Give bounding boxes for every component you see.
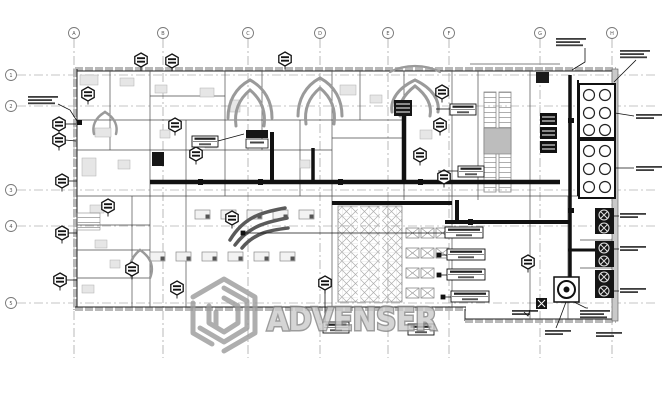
grid-bubble-row-3: 3: [5, 184, 17, 196]
grid-bubble-row-2: 2: [5, 100, 17, 112]
grid-bubble-column-f: F: [443, 27, 455, 39]
svg-text:4: 4: [9, 224, 12, 230]
svg-text:B: B: [161, 31, 165, 37]
grid-bubble-column-e: E: [382, 27, 394, 39]
svg-text:D: D: [318, 31, 322, 37]
svg-text:H: H: [610, 31, 614, 37]
dining-area-hatched-tables: [337, 205, 403, 303]
grid-bubble-column-c: C: [242, 27, 254, 39]
diffuser-tags: [51, 51, 536, 322]
svg-text:G: G: [538, 31, 542, 37]
escalator-shaft: [483, 91, 512, 193]
grid-bubble-row-5: 5: [5, 297, 17, 309]
dining-tables-x: [405, 227, 450, 299]
grid-bubble-row-4: 4: [5, 220, 17, 232]
condensing-unit-bank-lower: [578, 139, 616, 199]
svg-text:C: C: [246, 31, 250, 37]
annotation-notes: [28, 38, 662, 337]
flex-duct-runs: [92, 64, 442, 280]
main-duct-trunks: [150, 75, 612, 300]
svg-text:5: 5: [9, 301, 12, 307]
exhaust-fan-stack: [595, 208, 614, 298]
grid-bubble-column-a: A: [68, 27, 80, 39]
svg-text:ADVENSER: ADVENSER: [267, 302, 437, 338]
watermark: ADVENSER ADVENSER: [190, 276, 439, 354]
watermark-text: ADVENSER ADVENSER: [266, 301, 439, 340]
callout-boxes: [191, 103, 490, 336]
watermark-logo: [190, 276, 258, 354]
grid-bubble-column-d: D: [314, 27, 326, 39]
inline-units: [152, 100, 412, 166]
grid-bubble-column-h: H: [606, 27, 618, 39]
grid-bubble-column-b: B: [157, 27, 169, 39]
svg-text:3: 3: [9, 188, 12, 194]
condensing-unit-bank-upper: [578, 83, 616, 139]
svg-text:A: A: [72, 31, 76, 37]
svg-text:2: 2: [9, 104, 12, 110]
duct-dampers: [77, 118, 574, 225]
grid-bubble-column-g: G: [534, 27, 546, 39]
svg-text:F: F: [448, 31, 451, 37]
svg-text:ADVENSER: ADVENSER: [267, 302, 437, 338]
grid-bubble-row-1: 1: [5, 69, 17, 81]
svg-text:1: 1: [9, 73, 12, 79]
vrf-unit-stack: [540, 113, 557, 153]
roof-fan-unit: [536, 276, 580, 309]
svg-text:E: E: [386, 31, 389, 37]
